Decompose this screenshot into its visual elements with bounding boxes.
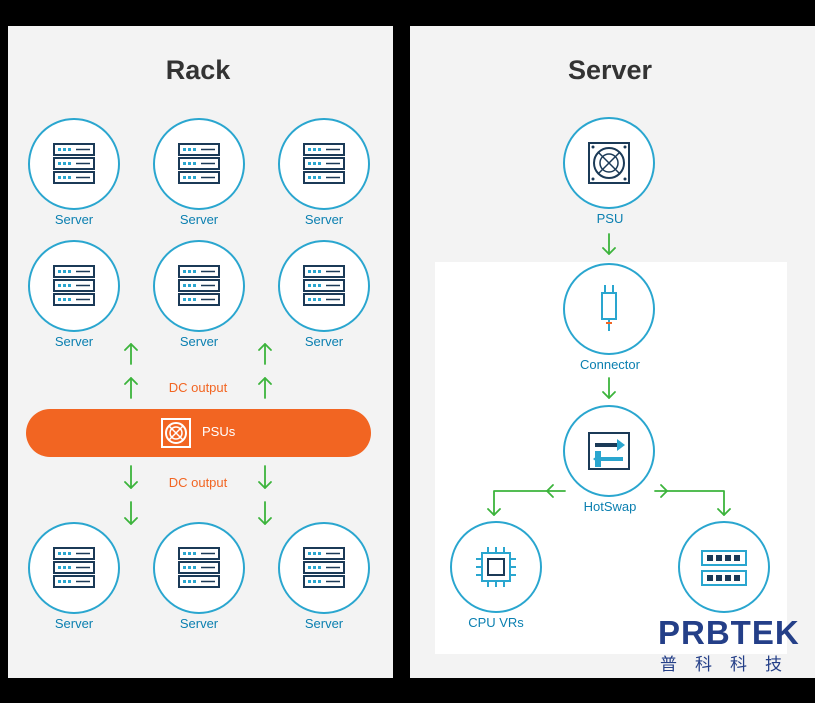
rack-server-node xyxy=(153,118,245,210)
psus-label: PSUs xyxy=(202,424,236,439)
up-arrow-right-2 xyxy=(258,377,272,399)
psu-icon xyxy=(588,142,630,184)
rack-server-label: Server xyxy=(54,616,94,631)
server-icon xyxy=(303,265,345,306)
hotswap-to-dimm-arrow xyxy=(654,484,731,516)
rack-title: Rack xyxy=(165,55,231,85)
server-title: Server xyxy=(567,55,653,85)
rack-server-node xyxy=(278,240,370,332)
connector-label: Connector xyxy=(580,357,640,372)
connector-icon xyxy=(601,285,617,331)
rack-server-label: Server xyxy=(304,616,344,631)
psu-to-connector-arrow xyxy=(602,233,616,255)
prbtek-logo: PRBTEK 普科科技 xyxy=(658,614,808,674)
down-arrow-right-1 xyxy=(258,465,272,489)
psu-label: PSU xyxy=(596,211,624,226)
server-icon xyxy=(178,265,220,306)
cpu-vrs-label: CPU VRs xyxy=(468,615,524,630)
hotswap-label: HotSwap xyxy=(583,499,637,514)
server-icon xyxy=(53,265,95,306)
server-icon xyxy=(53,547,95,588)
rack-server-label: Server xyxy=(304,212,344,227)
logo-chinese-name: 普科科技 xyxy=(660,655,800,674)
down-arrow-left-2 xyxy=(124,501,138,525)
rack-server-node xyxy=(28,118,120,210)
rack-server-node xyxy=(28,522,120,614)
server-icon xyxy=(303,547,345,588)
up-arrow-left-1 xyxy=(124,343,138,365)
server-icon xyxy=(178,547,220,588)
rack-server-node xyxy=(28,240,120,332)
dc-output-bottom-label: DC output xyxy=(168,475,228,490)
logo-wordmark: PRBTEK xyxy=(658,614,800,651)
dc-output-top-label: DC output xyxy=(168,380,228,395)
rack-server-node xyxy=(153,522,245,614)
connector-node xyxy=(563,263,655,355)
hotswap-icon xyxy=(588,432,630,470)
rack-server-label: Server xyxy=(179,334,219,349)
up-arrow-left-2 xyxy=(124,377,138,399)
rack-server-label: Server xyxy=(179,212,219,227)
down-arrow-right-2 xyxy=(258,501,272,525)
psu-fan-icon xyxy=(160,417,192,449)
down-arrow-left-1 xyxy=(124,465,138,489)
rack-server-label: Server xyxy=(179,616,219,631)
cpu-vrs-node xyxy=(450,521,542,613)
rack-server-node xyxy=(278,118,370,210)
connector-to-hotswap-arrow xyxy=(602,377,616,399)
rack-server-node xyxy=(153,240,245,332)
up-arrow-right-1 xyxy=(258,343,272,365)
rack-server-label: Server xyxy=(304,334,344,349)
server-icon xyxy=(53,143,95,184)
dimm-node xyxy=(678,521,770,613)
rack-server-label: Server xyxy=(54,334,94,349)
hotswap-to-cpu-arrow xyxy=(487,484,566,516)
server-icon xyxy=(303,143,345,184)
server-icon xyxy=(178,143,220,184)
rack-server-label: Server xyxy=(54,212,94,227)
memory-module-icon xyxy=(701,550,747,586)
cpu-chip-icon xyxy=(476,547,516,587)
psu-node xyxy=(563,117,655,209)
psus-bar: PSUs xyxy=(26,409,371,457)
rack-server-node xyxy=(278,522,370,614)
hotswap-node xyxy=(563,405,655,497)
